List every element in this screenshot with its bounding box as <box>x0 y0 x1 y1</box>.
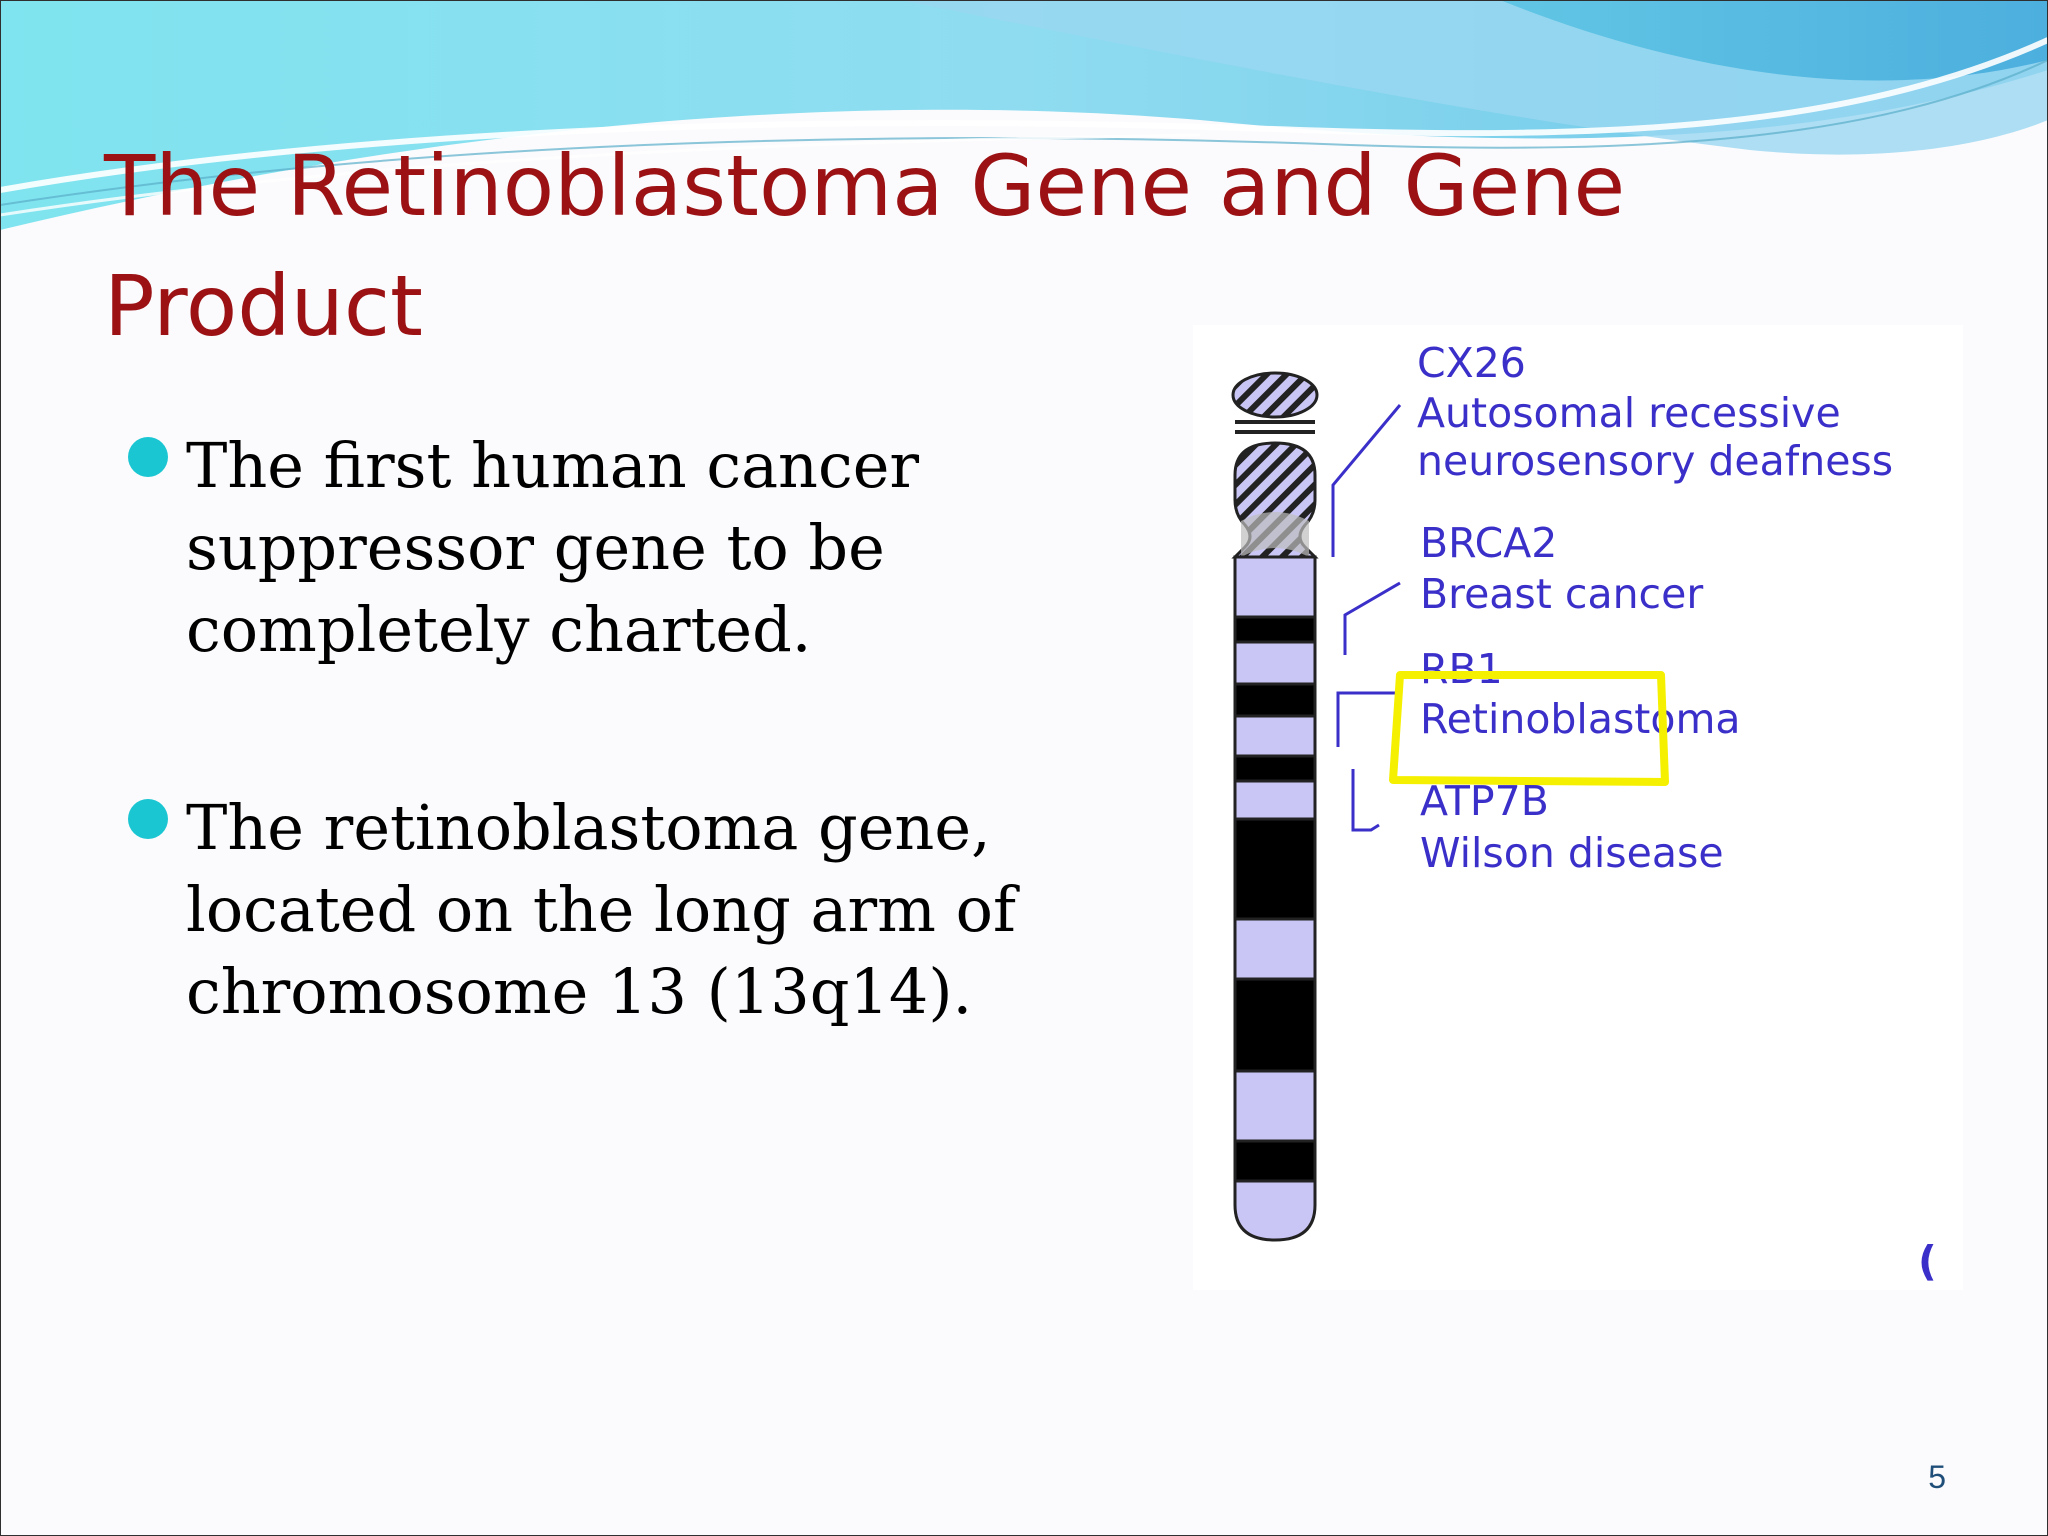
bullet-item: The first human cancer suppressor gene t… <box>128 425 1188 671</box>
gene-disease-cx26-line2: neurosensory deafness <box>1417 437 1893 485</box>
header-wave-decoration <box>0 0 2048 230</box>
gene-disease-rb1: Retinoblastoma <box>1420 695 1741 743</box>
chromosome-ideogram: CX26 Autosomal recessive neurosensory de… <box>1231 339 1937 1285</box>
gene-connector-lines <box>1331 404 1402 832</box>
gene-symbol-brca2: BRCA2 <box>1420 519 1557 567</box>
gene-disease-brca2: Breast cancer <box>1420 570 1703 618</box>
bullet-dot-icon <box>128 799 168 839</box>
gene-disease-cx26-line1: Autosomal recessive <box>1417 389 1841 437</box>
chromosome-13-figure: CX26 Autosomal recessive neurosensory de… <box>1193 325 1963 1290</box>
bullet-text: The first human cancer suppressor gene t… <box>186 429 920 666</box>
gene-symbol-cx26: CX26 <box>1417 339 1526 387</box>
q-arm-bands <box>1233 555 1317 1242</box>
gene-symbol-rb1: RB1 <box>1420 645 1503 693</box>
rb1-highlight-box <box>1389 671 1669 786</box>
satellite-region <box>1231 371 1319 419</box>
gene-disease-atp7b: Wilson disease <box>1420 829 1724 877</box>
centromere <box>1241 512 1309 557</box>
bullet-text: The retinoblastoma gene, located on the … <box>186 791 1016 1028</box>
gene-symbol-atp7b: ATP7B <box>1420 777 1549 825</box>
bullet-item: The retinoblastoma gene, located on the … <box>128 787 1188 1033</box>
stray-mark: ( <box>1918 1237 1937 1285</box>
slide-title: The Retinoblastoma Gene and Gene Product <box>104 137 1626 355</box>
page-number: 5 <box>1928 1459 1946 1495</box>
bullet-dot-icon <box>128 437 168 477</box>
bullet-list: The first human cancer suppressor gene t… <box>128 425 1188 1033</box>
